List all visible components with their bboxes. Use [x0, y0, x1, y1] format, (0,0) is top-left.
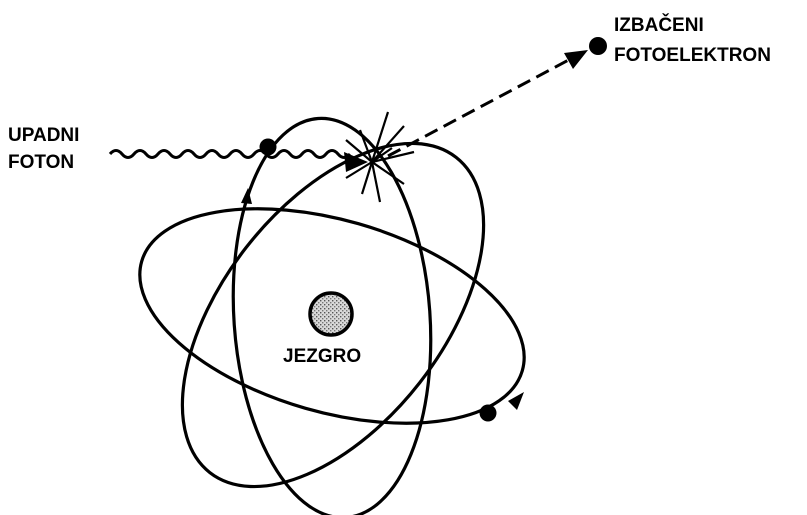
ejected-photoelectron — [589, 37, 607, 55]
photoelectron-arrowhead-icon — [564, 50, 588, 69]
orbiting-electron-top — [260, 139, 277, 156]
incident-photon-label-line2: FOTON — [8, 152, 74, 173]
nucleus — [310, 293, 352, 335]
orbit-arrow-lower-icon — [508, 392, 524, 410]
incident-photon-wave — [110, 151, 350, 158]
photoelectron-path — [388, 55, 578, 156]
nucleus-label: JEZGRO — [283, 346, 361, 367]
incident-photon-label-line1: UPADNI — [8, 125, 79, 146]
orbiting-electron-bottom — [480, 405, 497, 422]
ejected-photoelectron-label-line2: FOTOELEKTRON — [614, 45, 771, 66]
ejected-photoelectron-label-line1: IZBAČENI — [614, 14, 704, 36]
